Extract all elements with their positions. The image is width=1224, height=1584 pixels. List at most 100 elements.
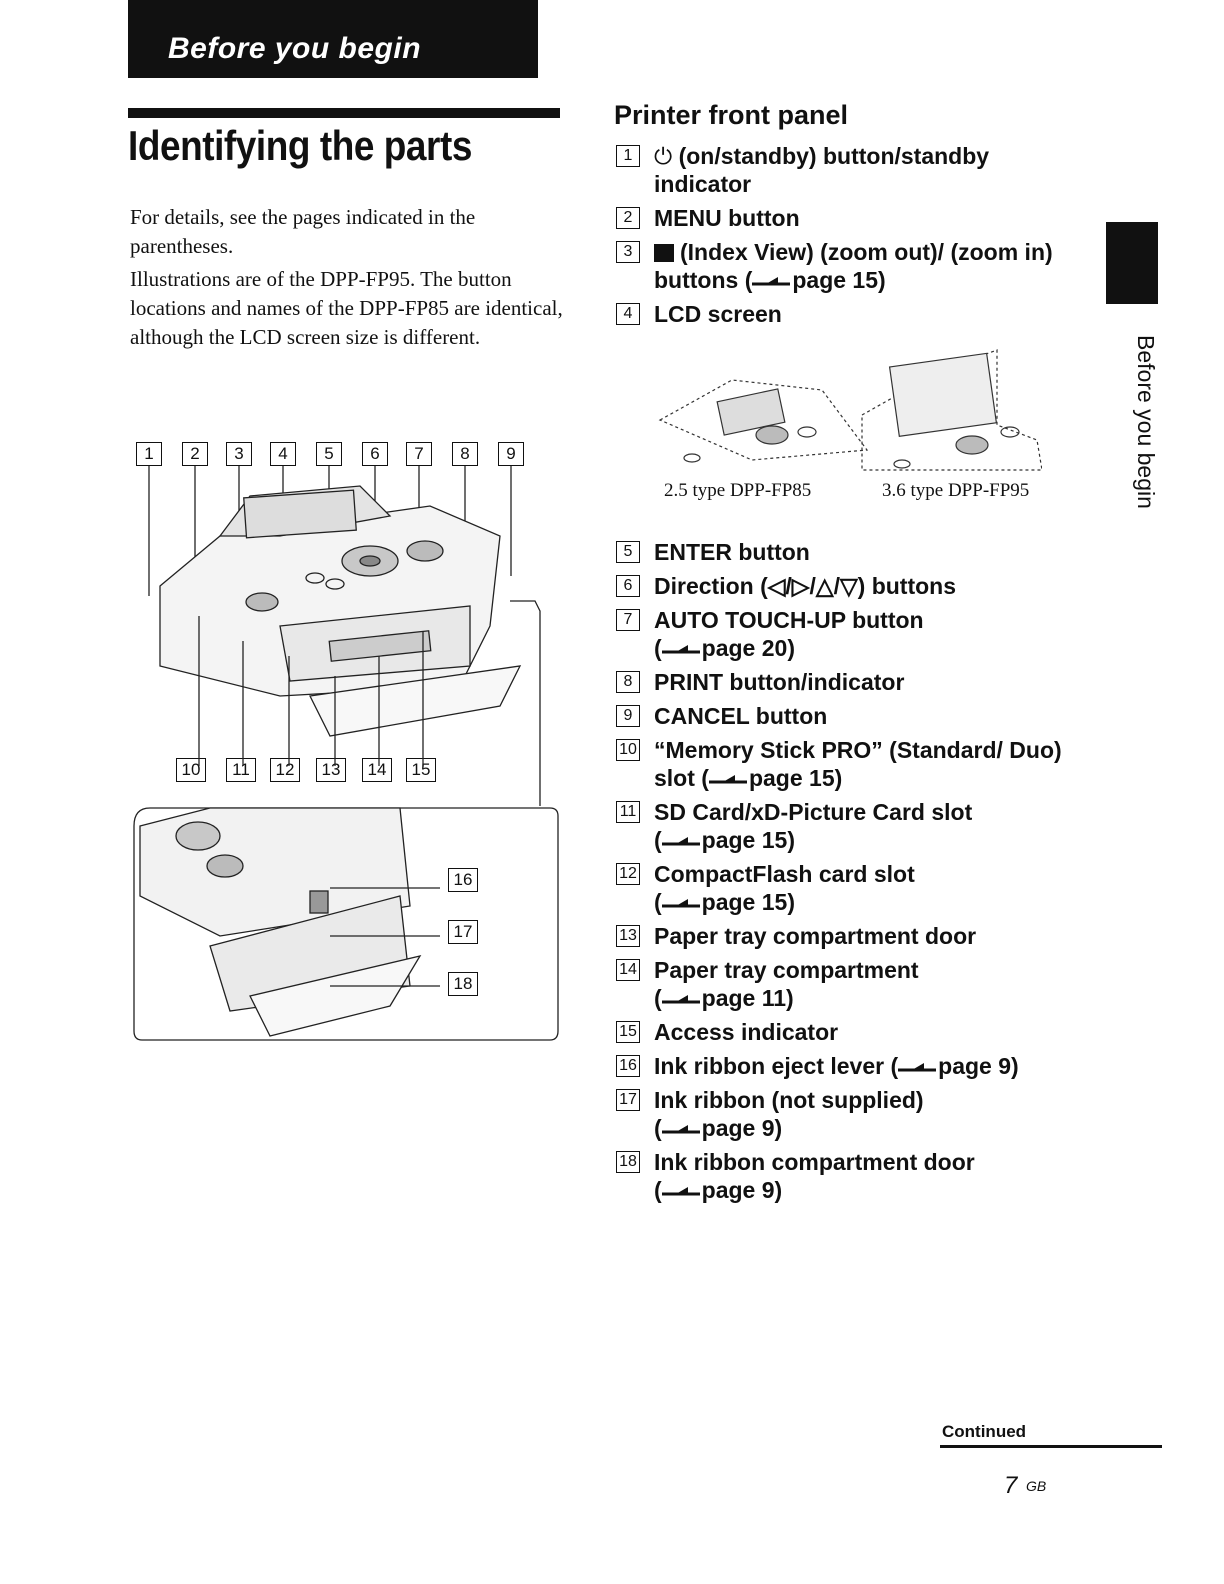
page-ref-arrow-icon <box>662 897 702 911</box>
intro-paragraph-1: For details, see the pages indicated in … <box>130 203 570 261</box>
continued-label: Continued <box>942 1422 1026 1442</box>
page-ref: page 9) <box>702 1177 783 1203</box>
page-ref: page 15) <box>702 889 795 915</box>
index-view-icon <box>654 244 674 262</box>
callout-7: 7 <box>406 442 432 466</box>
item-number: 17 <box>616 1089 640 1111</box>
list-item: 2 MENU button <box>614 204 1084 232</box>
continued-rule <box>940 1445 1162 1448</box>
section-header-bar: Before you begin <box>128 0 538 78</box>
item-number: 11 <box>616 801 640 823</box>
list-item: 10“Memory Stick PRO” (Standard/ Duo) slo… <box>614 736 1084 792</box>
page-ref-arrow-icon <box>898 1061 938 1075</box>
list-item: 13 Paper tray compartment door <box>614 922 1084 950</box>
item-number: 8 <box>616 671 640 693</box>
callout-2: 2 <box>182 442 208 466</box>
page-ref-arrow-icon <box>662 993 702 1007</box>
item-number: 9 <box>616 705 640 727</box>
item-label: Ink ribbon compartment door <box>654 1149 975 1175</box>
page-ref-arrow-icon <box>662 643 702 657</box>
list-item: 8 PRINT button/indicator <box>614 668 1084 696</box>
callout-5: 5 <box>316 442 342 466</box>
page-ref: page 20) <box>702 635 795 661</box>
page-ref: page 15) <box>792 267 885 293</box>
page-ref-arrow-icon <box>662 1123 702 1137</box>
front-panel-list: 1 ⏻ (on/standby) button/standby indicato… <box>614 142 1084 334</box>
callout-6: 6 <box>362 442 388 466</box>
page-ref-arrow-icon <box>709 773 749 787</box>
item-label: PRINT button/indicator <box>654 669 904 695</box>
item-label: SD Card/xD-Picture Card slot <box>654 799 972 825</box>
callout-9: 9 <box>498 442 524 466</box>
caption-fp95: 3.6 type DPP-FP95 <box>882 480 1029 502</box>
item-number: 18 <box>616 1151 640 1173</box>
callout-4: 4 <box>270 442 296 466</box>
callout-8: 8 <box>452 442 478 466</box>
item-number: 6 <box>616 575 640 597</box>
page-number: 7 <box>1004 1472 1017 1500</box>
caption-fp85: 2.5 type DPP-FP85 <box>664 480 811 502</box>
list-item: 3 (Index View) (zoom out)/ (zoom in) but… <box>614 238 1084 294</box>
page-ref: page 9) <box>938 1053 1019 1079</box>
list-item: 1 ⏻ (on/standby) button/standby indicato… <box>614 142 1084 198</box>
item-number: 2 <box>616 207 640 229</box>
item-number: 1 <box>616 145 640 167</box>
side-tab-label: Before you begin <box>1132 335 1159 509</box>
item-number: 15 <box>616 1021 640 1043</box>
lcd-comparison-illustration <box>652 340 1042 480</box>
item-label: Ink ribbon (not supplied) <box>654 1087 924 1113</box>
list-item: 6 Direction (◁/▷/△/▽) buttons <box>614 572 1084 600</box>
list-item: 4 LCD screen <box>614 300 1084 328</box>
page-ref: page 9) <box>702 1115 783 1141</box>
page-ref: page 11) <box>702 985 794 1011</box>
item-label: LCD screen <box>654 301 782 327</box>
callout-1: 1 <box>136 442 162 466</box>
page-ref-arrow-icon <box>662 1185 702 1199</box>
item-label: Ink ribbon eject lever ( <box>654 1053 898 1079</box>
item-label: MENU button <box>654 205 800 231</box>
page-ref-arrow-icon <box>662 835 702 849</box>
item-label: CANCEL button <box>654 703 827 729</box>
item-number: 4 <box>616 303 640 325</box>
item-label: Direction (◁/▷/△/▽) buttons <box>654 573 956 599</box>
item-label: (on/standby) button/standby indicator <box>654 143 989 197</box>
page-title: Identifying the parts <box>128 122 472 170</box>
item-label: ENTER button <box>654 539 810 565</box>
item-number: 12 <box>616 863 640 885</box>
intro-paragraph-2: Illustrations are of the DPP-FP95. The b… <box>130 265 570 352</box>
page-ref-arrow-icon <box>752 275 792 289</box>
page-ref: page 15) <box>702 827 795 853</box>
page-suffix: GB <box>1026 1478 1046 1494</box>
list-item: 16 Ink ribbon eject lever ( page 9) <box>614 1052 1084 1080</box>
item-label: Paper tray compartment door <box>654 923 976 949</box>
parts-list: 5 ENTER button 6 Direction (◁/▷/△/▽) butto… <box>614 538 1084 1210</box>
item-number: 13 <box>616 925 640 947</box>
item-number: 10 <box>616 739 640 761</box>
item-label: Access indicator <box>654 1019 838 1045</box>
item-number: 5 <box>616 541 640 563</box>
list-item: 5 ENTER button <box>614 538 1084 566</box>
title-rule <box>128 108 560 118</box>
callout-3: 3 <box>226 442 252 466</box>
item-number: 16 <box>616 1055 640 1077</box>
list-item: 7AUTO TOUCH-UP button(page 20) <box>614 606 1084 662</box>
printer-illustration <box>130 466 560 1042</box>
page-ref: page 15) <box>749 765 842 791</box>
side-tab-marker <box>1106 222 1158 304</box>
item-number: 3 <box>616 241 640 263</box>
section-header-label: Before you begin <box>168 32 421 66</box>
item-number: 7 <box>616 609 640 631</box>
power-icon: ⏻ <box>654 143 679 169</box>
item-label: Paper tray compartment <box>654 957 919 983</box>
list-item: 15 Access indicator <box>614 1018 1084 1046</box>
item-number: 14 <box>616 959 640 981</box>
list-item: 9 CANCEL button <box>614 702 1084 730</box>
item-label: CompactFlash card slot <box>654 861 915 887</box>
intro-text: For details, see the pages indicated in … <box>130 203 570 356</box>
item-label: AUTO TOUCH-UP button <box>654 607 924 633</box>
